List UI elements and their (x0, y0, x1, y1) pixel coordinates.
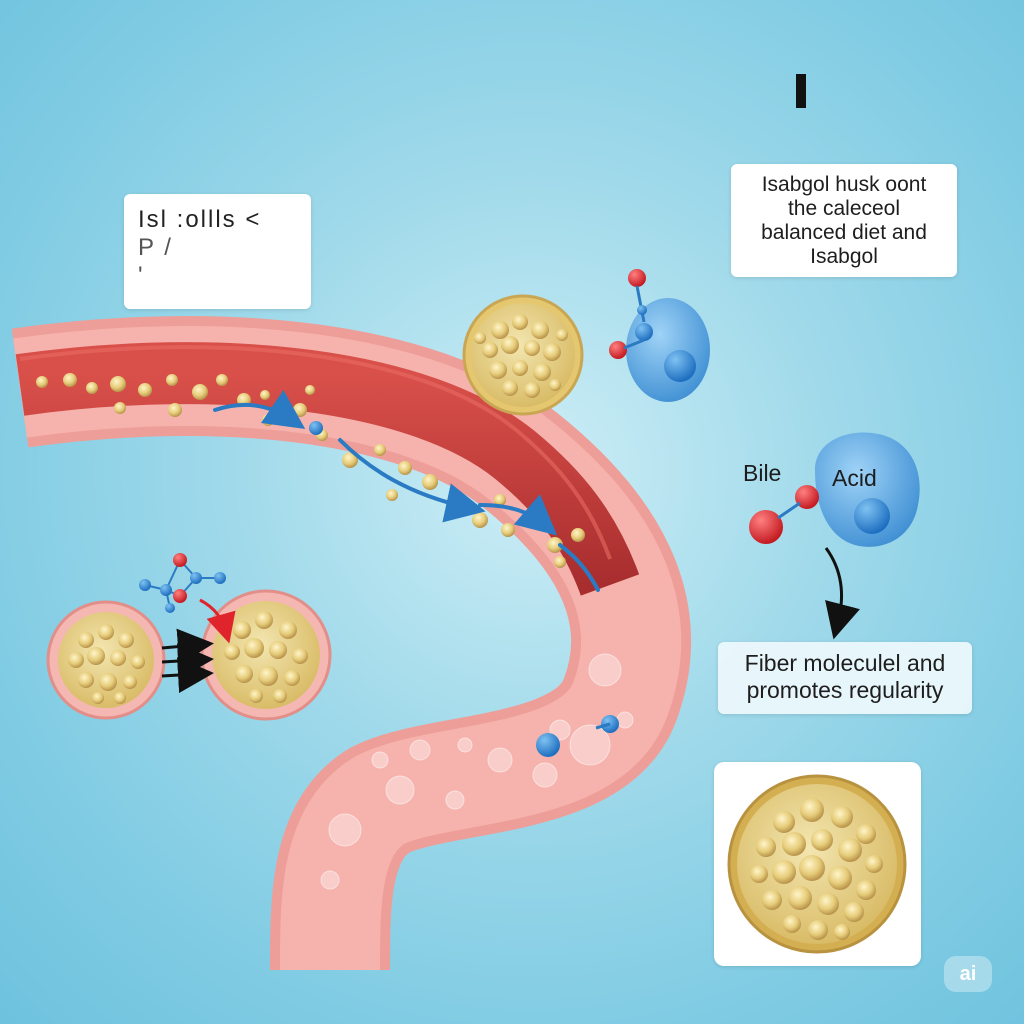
info-line: the caleceol (787, 197, 901, 220)
info-line: balanced diet and (761, 221, 927, 244)
top-mark (796, 74, 806, 108)
fiber-line: promotes regularity (746, 677, 944, 703)
molecule-network-icon (139, 553, 236, 644)
cell-icon (46, 600, 166, 720)
left-box-line: P / (138, 234, 173, 261)
arrow-down-icon (824, 547, 860, 640)
bile-acid-complex-icon (749, 432, 920, 547)
fiber-sphere-icon (462, 294, 584, 416)
transfer-arrows-icon (161, 628, 214, 694)
intestine-bubbles (320, 653, 634, 890)
left-label-box: Isl :ollls < P / ' (124, 194, 311, 309)
left-box-line: ' (138, 262, 145, 289)
flow-arrow-icon (213, 389, 600, 592)
info-label-box: Isabgol husk oont the caleceol balanced … (731, 164, 957, 277)
ai-badge: ai (944, 956, 992, 992)
fiber-closeup-icon (727, 774, 907, 954)
info-line: Isabgol husk oont (761, 173, 927, 196)
fiber-closeup-card (714, 762, 921, 966)
fiber-line: Fiber moleculel and (744, 650, 946, 676)
acid-label: Acid (832, 465, 877, 491)
bile-label: Bile (743, 460, 782, 486)
fiber-label-box: Fiber moleculel and promotes regularity (718, 642, 972, 714)
intestine-lumen (15, 342, 640, 597)
info-line: Isabgol (810, 245, 878, 268)
cell-icon (200, 589, 332, 721)
left-box-line: Isl :ollls < (138, 206, 262, 233)
bile-acid-molecule-icon (609, 269, 710, 402)
intestine (11, 316, 691, 971)
